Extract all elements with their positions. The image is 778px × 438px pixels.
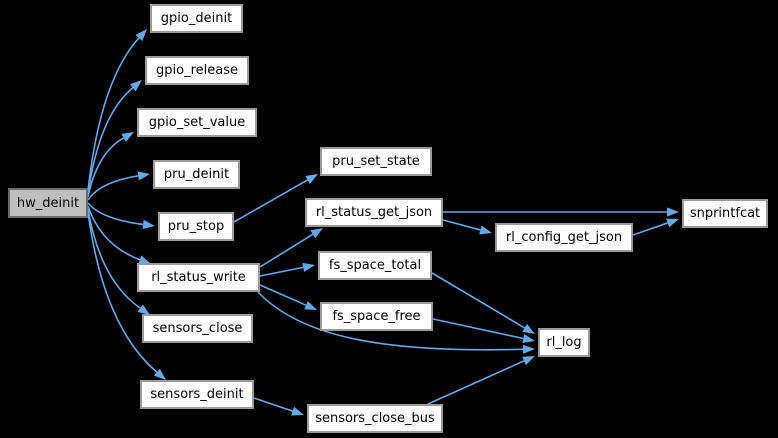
graph-node-label: rl_config_get_json [505,230,623,245]
arrowhead-icon [129,80,142,92]
edge-fs_space_total-to-rl_log [431,272,535,334]
graph-node-sensors_close[interactable]: sensors_close [142,314,253,343]
arrowhead-icon [291,406,304,416]
edge-rl_status_write-to-fs_space_total [259,262,315,277]
graph-node-label: gpio_set_value [148,115,246,130]
arrowhead-icon [302,262,315,272]
graph-node-label: sensors_deinit [150,387,244,402]
graph-node-pru_set_state[interactable]: pru_set_state [320,147,432,176]
graph-node-label: rl_log [546,335,582,350]
arrowhead-icon [121,132,134,142]
edge-hw_deinit-to-sensors_close [87,208,150,315]
edge-hw_deinit-to-pru_stop [87,202,155,230]
edge-hw_deinit-to-gpio_set_value [87,132,134,198]
arrowhead-icon [137,304,150,315]
graph-node-label: fs_space_total [328,258,422,273]
edge-hw_deinit-to-gpio_release [87,80,142,195]
arrowhead-icon [522,333,535,343]
graph-node-label: pru_deinit [163,167,230,182]
graph-node-gpio_release[interactable]: gpio_release [145,56,249,85]
graph-node-pru_deinit[interactable]: pru_deinit [153,160,240,189]
graph-node-label: sensors_close [152,321,243,336]
arrowhead-icon [142,219,155,230]
edge-hw_deinit-to-gpio_deinit [87,29,147,192]
graph-node-sensors_deinit[interactable]: sensors_deinit [140,380,254,409]
graph-node-label: gpio_release [156,63,238,78]
arrowhead-icon [137,171,150,181]
graph-node-label: rl_status_write [151,270,246,285]
edge-hw_deinit-to-pru_deinit [87,171,150,201]
edge-rl_status_get_json-to-rl_config_get_json [442,219,492,235]
graph-node-rl_log[interactable]: rl_log [538,328,590,357]
arrowhead-icon [522,356,535,366]
edge-rl_status_write-to-rl_log [257,291,535,354]
edge-sensors_close_bus-to-rl_log [427,356,535,405]
graph-node-gpio_set_value[interactable]: gpio_set_value [137,108,257,137]
arrowhead-icon [138,255,151,265]
edge-rl_status_write-to-fs_space_free [259,284,317,310]
arrowhead-icon [135,29,147,41]
graph-node-label: snprintfcat [689,206,761,221]
arrowhead-icon [522,323,535,334]
graph-node-fs_space_free[interactable]: fs_space_free [320,302,433,331]
edge-pru_stop-to-pru_set_state [233,174,318,223]
graph-node-snprintfcat[interactable]: snprintfcat [682,199,768,228]
arrowhead-icon [304,300,317,310]
arrowhead-icon [310,228,323,239]
graph-node-label: hw_deinit [16,195,80,211]
graph-node-label: pru_stop [167,219,225,234]
graph-node-label: gpio_deinit [160,11,233,26]
edge-fs_space_free-to-rl_log [432,318,535,343]
graph-node-pru_stop[interactable]: pru_stop [158,212,234,241]
graph-node-label: pru_set_state [332,154,420,169]
arrowhead-icon [667,207,679,217]
graph-node-label: rl_status_get_json [315,205,433,220]
edge-sensors_deinit-to-sensors_close_bus [253,397,304,416]
arrowhead-icon [305,174,318,184]
arrowhead-icon [522,344,535,354]
graph-node-rl_status_write[interactable]: rl_status_write [137,263,260,292]
edge-rl_status_write-to-rl_status_get_json [259,228,323,268]
edge-rl_status_get_json-to-snprintfcat [443,207,679,217]
edge-hw_deinit-to-rl_status_write [87,205,151,265]
arrowhead-icon [479,225,492,235]
graph-node-rl_status_get_json[interactable]: rl_status_get_json [305,198,443,227]
graph-node-gpio_deinit[interactable]: gpio_deinit [150,4,243,33]
arrowhead-icon [153,368,166,380]
arrowhead-icon [666,218,679,228]
graph-node-hw_deinit: hw_deinit [8,188,88,218]
edge-rl_config_get_json-to-snprintfcat [632,218,679,236]
graph-node-rl_config_get_json[interactable]: rl_config_get_json [495,223,633,252]
graph-node-label: sensors_close_bus [315,411,435,426]
graph-node-label: fs_space_free [332,309,421,324]
graph-node-sensors_close_bus[interactable]: sensors_close_bus [307,404,443,433]
graph-node-fs_space_total[interactable]: fs_space_total [318,251,432,280]
edge-hw_deinit-to-sensors_deinit [87,211,166,380]
